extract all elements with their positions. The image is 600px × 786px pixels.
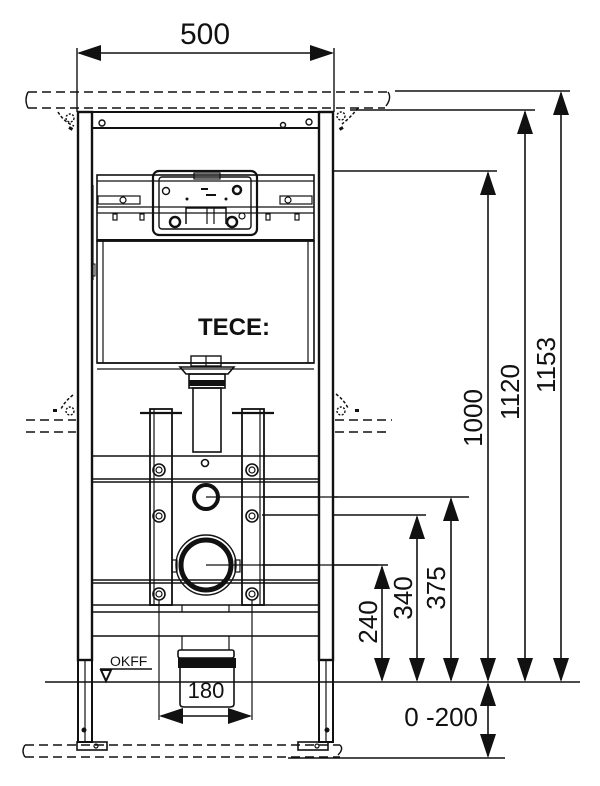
bolt (152, 587, 166, 601)
wall-bracket-top-left (57, 111, 75, 131)
bottom-floor-hatch (22, 744, 505, 759)
wall-bracket-mid-right (335, 393, 392, 433)
dimension-label-340: 340 (388, 576, 418, 619)
dimension-label-1120: 1120 (495, 364, 525, 420)
vertical-dimensions: 1153 1120 1000 375 340 240 0 -200 (333, 90, 570, 758)
top-wall-hatch (25, 91, 391, 109)
wall-bracket-mid-left (26, 394, 76, 433)
dimension-frame-width: 500 (76, 18, 335, 112)
dimension-label-foot-adjust: 0 -200 (404, 702, 478, 732)
bolt (152, 463, 166, 477)
dimension-label-240: 240 (353, 600, 383, 643)
flush-pipe (178, 355, 236, 453)
wall-bracket-top-right (336, 107, 359, 131)
brand-logo-text: TECE: (198, 314, 270, 341)
actuation-plate-mount (151, 169, 259, 237)
cistern (91, 174, 315, 370)
dimension-label-375: 375 (421, 566, 451, 609)
dimension-label-500: 500 (180, 18, 230, 51)
dimension-drain-width: 180 (159, 678, 252, 724)
floor-label-okff: OKFF (110, 653, 147, 669)
dimension-label-1000: 1000 (458, 389, 488, 447)
dimension-label-1153: 1153 (531, 337, 561, 393)
frame (76, 110, 335, 751)
bolt (245, 587, 259, 601)
bolt (245, 509, 259, 523)
bolt (152, 509, 166, 523)
lower-frame (92, 408, 378, 708)
bolt (245, 463, 259, 477)
finished-floor-level: OKFF (45, 653, 580, 684)
dimension-label-180: 180 (188, 678, 225, 703)
